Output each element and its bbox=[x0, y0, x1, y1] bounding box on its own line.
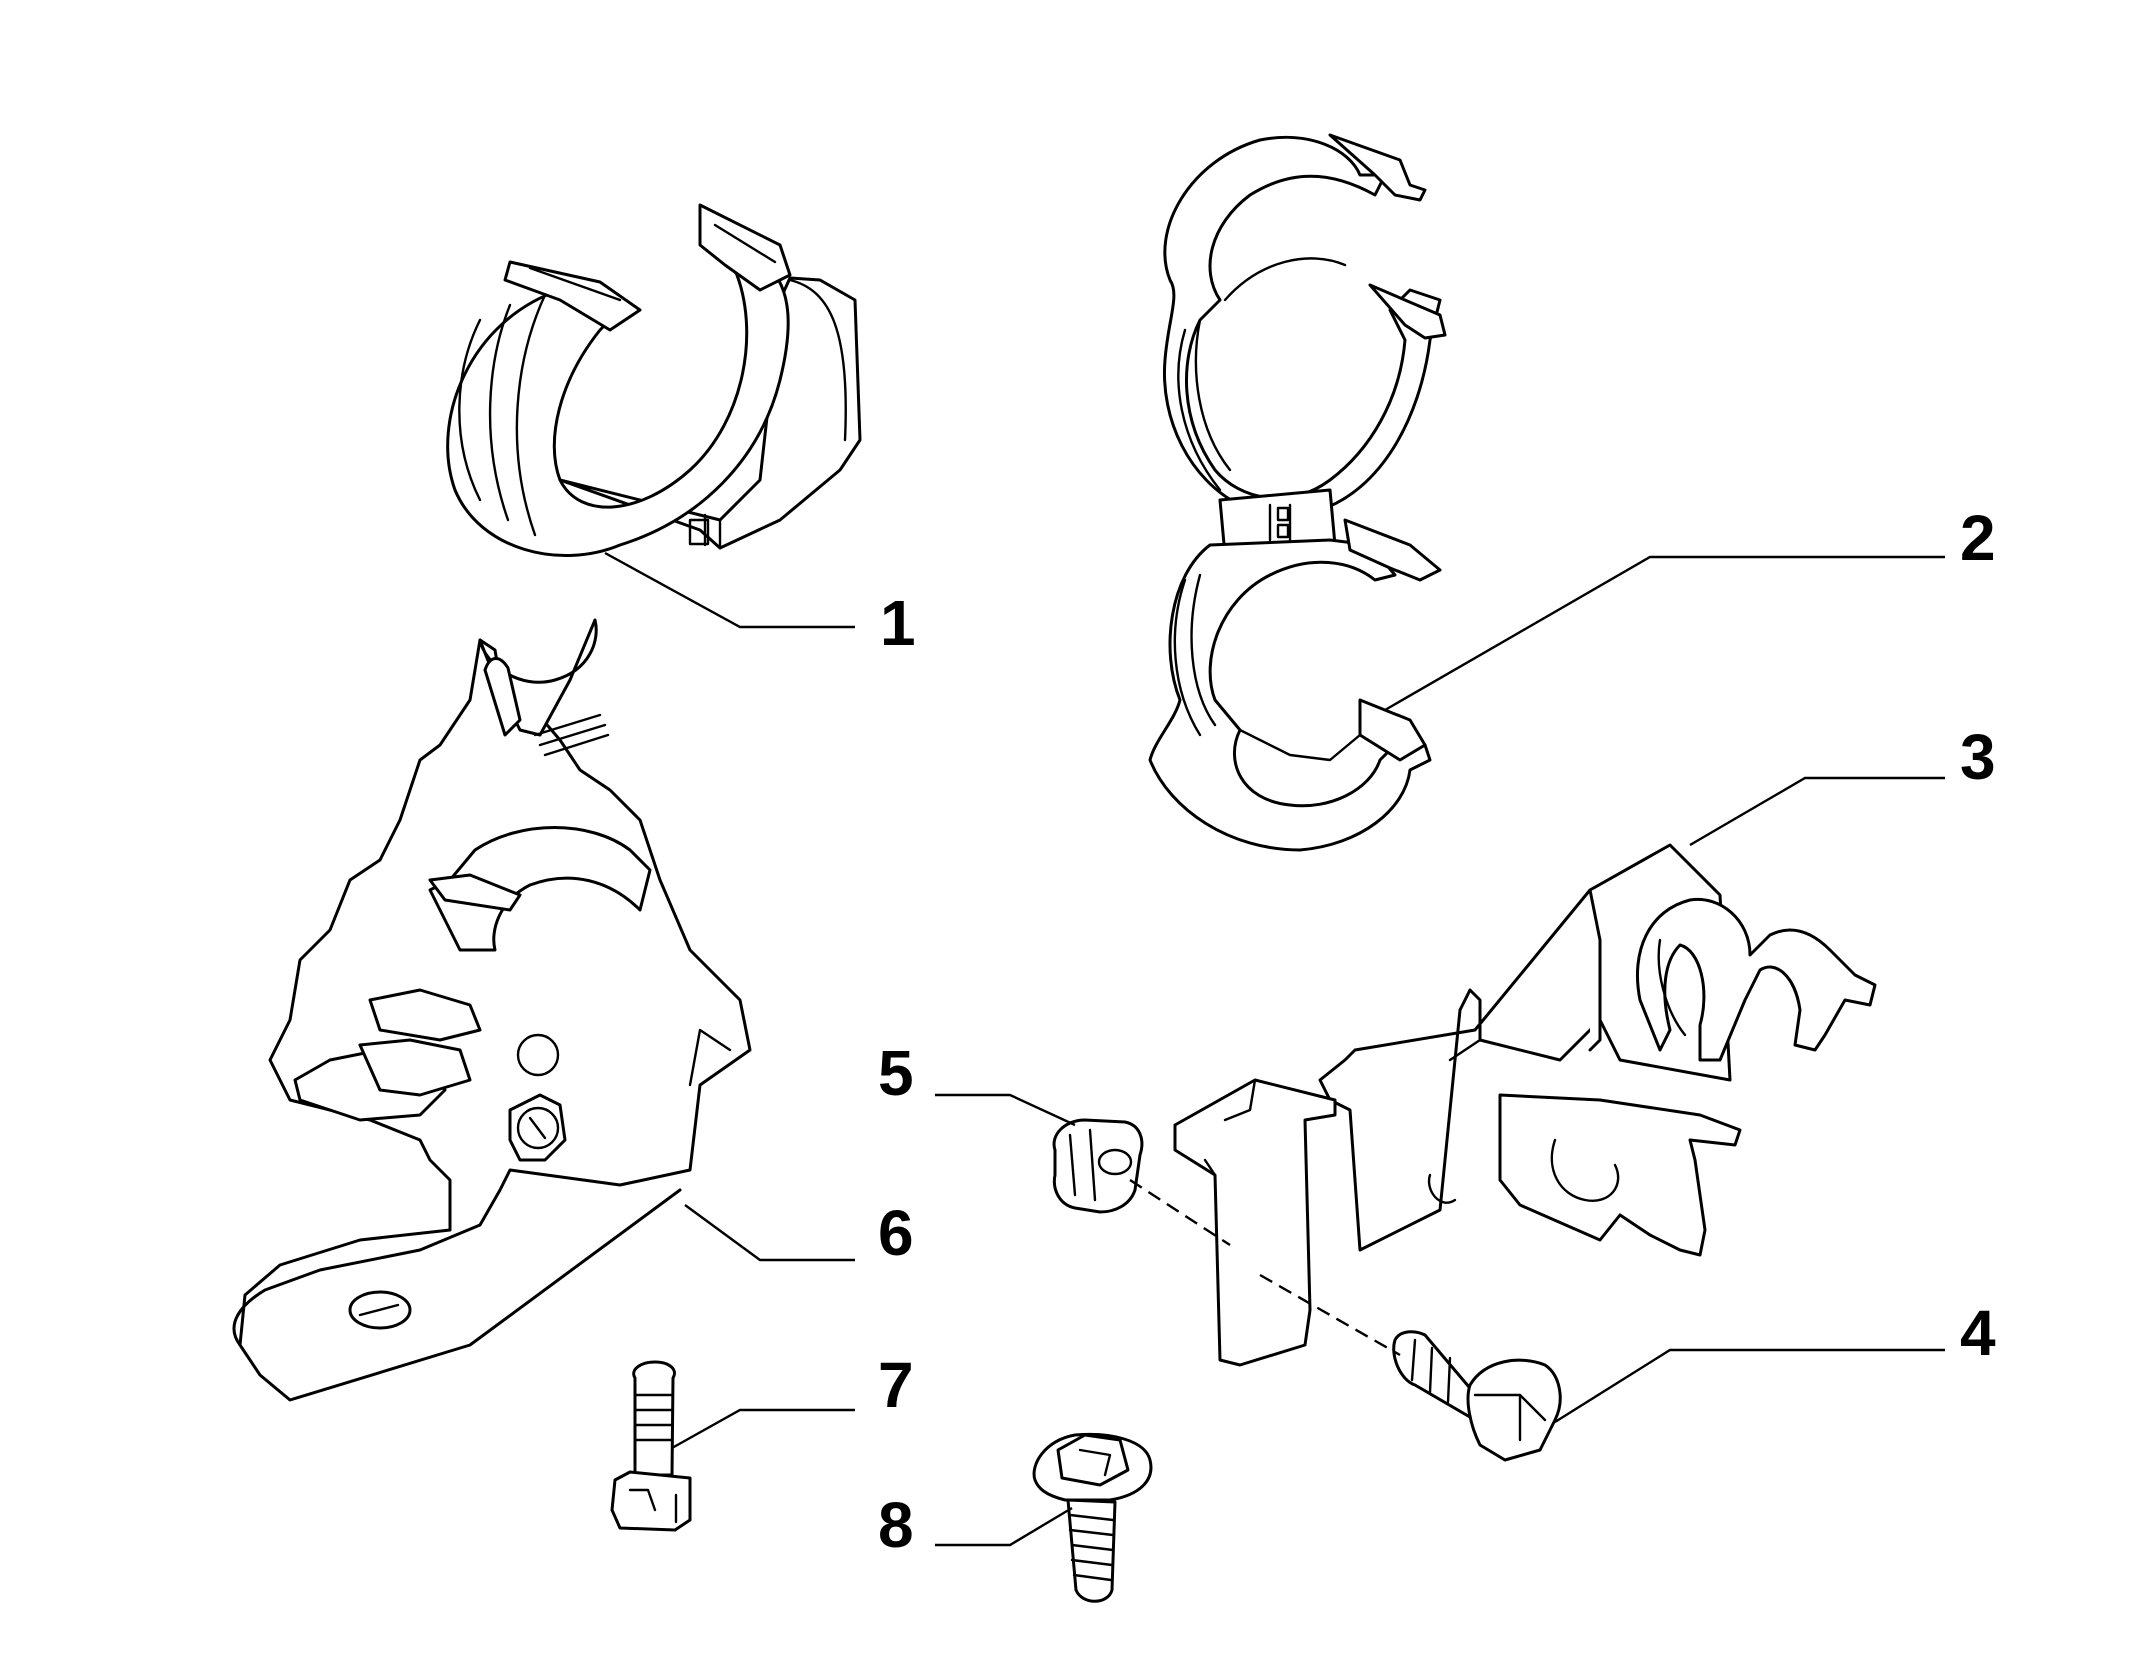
leader-7 bbox=[671, 1408, 855, 1450]
leader-6 bbox=[684, 1204, 855, 1262]
part-7-long-screw bbox=[610, 1360, 692, 1532]
callout-7: 7 bbox=[878, 1349, 914, 1421]
leader-2 bbox=[1384, 555, 1945, 712]
callout-6: 6 bbox=[878, 1197, 914, 1269]
callout-1: 1 bbox=[880, 587, 916, 659]
leader-1 bbox=[604, 551, 855, 629]
part-1-single-pipe-clip bbox=[446, 203, 862, 557]
leader-8 bbox=[935, 1506, 1073, 1547]
leader-3 bbox=[1689, 776, 1945, 847]
part-2-double-pipe-clip bbox=[1148, 133, 1447, 852]
assembly-axis bbox=[1129, 1178, 1401, 1357]
leader-5 bbox=[935, 1093, 1076, 1127]
part-8-flanged-screw bbox=[1032, 1432, 1153, 1603]
callout-3: 3 bbox=[1960, 721, 1996, 793]
callout-numbers: 1 2 3 4 5 6 7 8 bbox=[878, 502, 1996, 1561]
leader-4 bbox=[1554, 1348, 1945, 1424]
part-5-nut bbox=[1052, 1118, 1144, 1214]
leader-lines bbox=[604, 551, 1945, 1547]
callout-8: 8 bbox=[878, 1489, 914, 1561]
part-3-bracket-with-clips bbox=[1173, 843, 1877, 1367]
callout-4: 4 bbox=[1960, 1297, 1996, 1369]
callout-2: 2 bbox=[1960, 502, 1996, 574]
part-6-support-bracket bbox=[232, 618, 752, 1402]
callout-5: 5 bbox=[878, 1037, 914, 1109]
part-4-hex-bolt bbox=[1392, 1330, 1562, 1462]
